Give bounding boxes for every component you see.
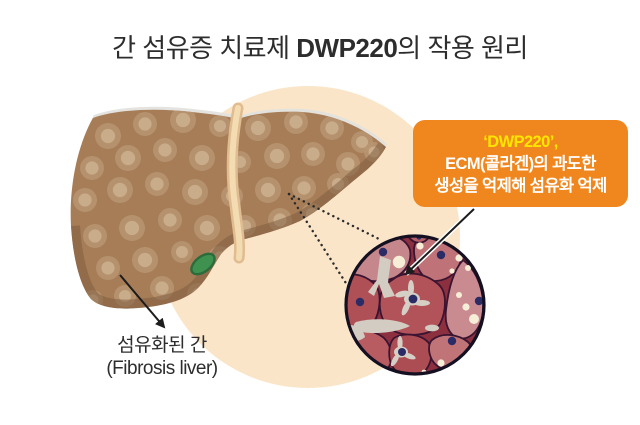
cell-nuclei	[355, 236, 484, 356]
callout-line-2: ECM(콜라겐)의 과도한	[445, 154, 596, 173]
zoom-dotted-line-top	[287, 192, 383, 242]
title-prefix: 간 섬유증 치료제	[112, 33, 297, 63]
falciform-ligament	[226, 102, 245, 264]
title-drug-name: DWP220	[296, 33, 398, 63]
title-suffix: 의 작용 원리	[397, 33, 528, 63]
fibrotic-liver	[70, 102, 387, 309]
liver-label-korean: 섬유화된 간	[117, 335, 207, 356]
callout-line-3: 생성을 억제해 섬유화 억제	[434, 176, 607, 195]
callout-arrow-icon	[404, 207, 476, 276]
label-arrow-icon	[119, 274, 166, 329]
dwp220-callout: ‘DWP220’, ECM(콜라겐)의 과도한 생성을 억제해 섬유화 억제	[413, 120, 628, 207]
liver-edge-shadow	[70, 142, 386, 309]
callout-drug-line: ‘DWP220’,	[483, 132, 558, 151]
inset-circle-rim	[344, 234, 486, 376]
liver-label-english: (Fibrosis liver)	[106, 358, 218, 379]
fibrosis-liver-label: 섬유화된 간 (Fibrosis liver)	[68, 334, 256, 380]
gallbladder	[190, 252, 216, 276]
dotted-zoom-lines-icon	[287, 192, 383, 293]
page-title: 간 섬유증 치료제 DWP220의 작용 원리	[0, 28, 640, 65]
